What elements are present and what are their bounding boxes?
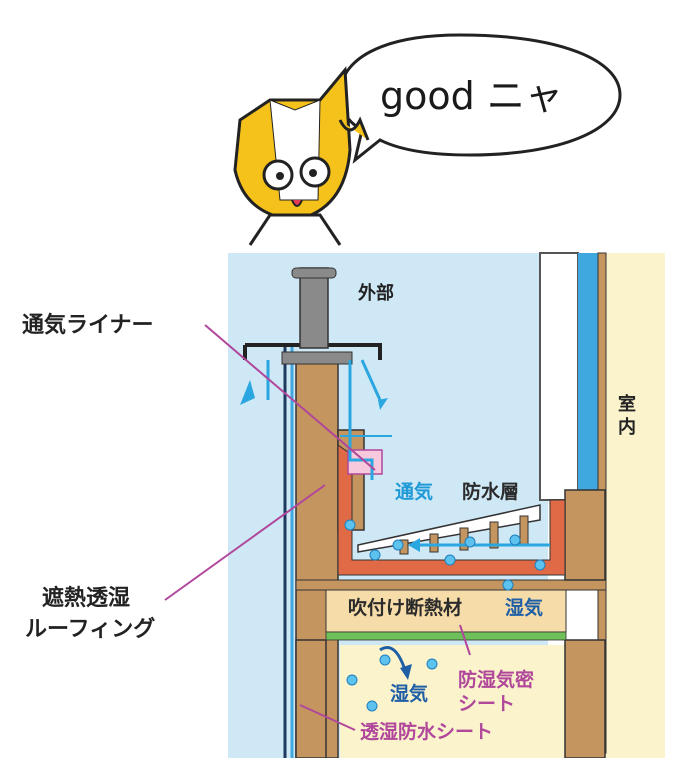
- speech-text: good ニャ: [380, 74, 563, 118]
- label-breathable-sheet: 透湿防水シート: [360, 721, 494, 743]
- label-vapor-2: シート: [458, 693, 516, 715]
- label-roofing-2: ルーフィング: [25, 617, 156, 642]
- label-insulation: 吹付け断熱材: [348, 597, 463, 619]
- label-moisture-lower: 湿気: [390, 683, 429, 705]
- label-roofing-1: 遮熱透湿: [42, 586, 131, 611]
- interior-area: [605, 253, 665, 758]
- label-interior-1: 室: [618, 394, 636, 415]
- lower-interior-area: [340, 645, 565, 758]
- moisture-dot: [344, 519, 356, 531]
- spray-insulation: [325, 589, 567, 633]
- cat-mascot: [233, 66, 370, 246]
- label-interior-2: 内: [618, 417, 636, 438]
- label-vapor-1: 防湿気密: [458, 669, 535, 691]
- label-moisture-upper: 湿気: [505, 597, 544, 619]
- vapor-barrier: [325, 631, 567, 641]
- cap-flashing: [245, 343, 382, 360]
- label-vent-liner: 通気ライナー: [22, 313, 154, 338]
- label-waterproof: 防水層: [462, 481, 520, 503]
- label-ventilation: 通気: [395, 481, 434, 503]
- label-exterior: 外部: [358, 283, 394, 304]
